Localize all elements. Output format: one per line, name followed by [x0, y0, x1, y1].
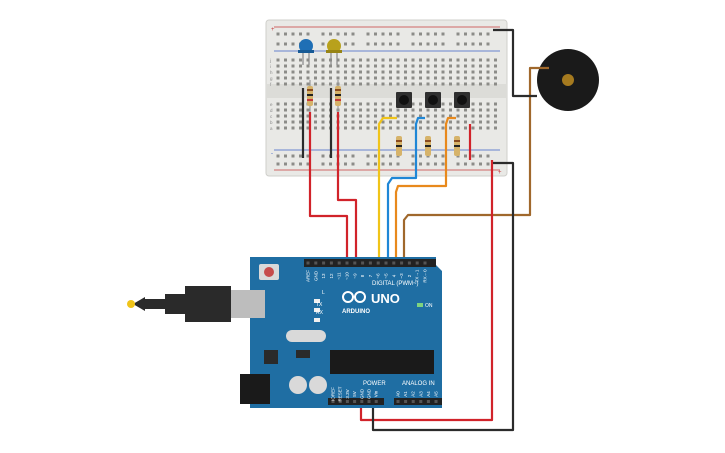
- wire-brown: [402, 66, 549, 262]
- analog-pin-label: A4: [426, 391, 431, 397]
- wire-yellow: [377, 116, 397, 262]
- resistor: [425, 136, 431, 156]
- led-label: TX: [316, 302, 323, 308]
- wire-orange: [394, 116, 456, 262]
- power-pin-label: 5V: [352, 391, 357, 397]
- rail-sign-plus: +: [271, 27, 275, 33]
- analog-pin-label: A0: [396, 391, 401, 397]
- usb-cable-plug: [185, 286, 231, 322]
- resistor: [307, 80, 313, 112]
- resistor: [454, 136, 460, 156]
- crystal: [286, 330, 326, 342]
- power-pin-label: GND: [367, 388, 372, 399]
- row-letter: i: [270, 64, 271, 69]
- rail-sign-plus-right: +: [498, 170, 502, 176]
- resistor: [335, 80, 341, 112]
- wire-black: [493, 28, 537, 98]
- on-led: [417, 303, 423, 307]
- analog-pin-label: A5: [434, 391, 439, 397]
- digital-pin-label: AREF: [306, 270, 311, 282]
- on-label: ON: [425, 303, 433, 309]
- power-pin-label: GND: [359, 388, 364, 399]
- wire-blue: [386, 116, 425, 262]
- analog-pin-label: A3: [418, 391, 423, 397]
- digital-pin-label: ~11: [337, 272, 342, 280]
- wire-black: [371, 161, 515, 432]
- power-pin-label: 3.3V: [345, 389, 350, 398]
- capacitor: [309, 376, 327, 394]
- resistor: [396, 136, 402, 156]
- row-letter: c: [270, 114, 273, 119]
- digital-pin-label: RX←0: [423, 269, 428, 283]
- digital-pin-label: 8: [360, 274, 365, 277]
- rail-sign-minus: -: [271, 151, 273, 157]
- analog-pin-label: A2: [411, 391, 416, 397]
- digital-pin-label: 7: [368, 274, 373, 277]
- digital-pin-label: ~9: [352, 273, 357, 279]
- digital-pin-label: GND: [313, 270, 318, 281]
- digital-pin-label: 2: [407, 274, 412, 277]
- digital-pin-label: ~10: [345, 272, 350, 280]
- digital-pin-label: ~3: [399, 273, 404, 279]
- piezo-buzzer: [537, 49, 599, 111]
- pushbutton[interactable]: [425, 92, 441, 108]
- led-label: RX: [316, 310, 324, 316]
- pushbutton[interactable]: [454, 92, 470, 108]
- analog-header-label: ANALOG IN: [402, 381, 435, 387]
- led-yellow: [326, 39, 342, 65]
- power-pin-label: RESET: [338, 386, 343, 401]
- arduino-logo: [342, 291, 366, 303]
- wire-red: [308, 112, 349, 262]
- power-jack: [240, 374, 270, 404]
- digital-pin-label: TX→1: [415, 269, 420, 282]
- led-label: L: [322, 290, 325, 296]
- row-letter: d: [270, 108, 273, 113]
- digital-pin-label: ~6: [376, 273, 381, 279]
- model-label: UNO: [371, 291, 400, 306]
- pushbutton[interactable]: [396, 92, 412, 108]
- digital-pin-label: 4: [391, 274, 396, 277]
- row-letter: j: [269, 58, 271, 63]
- power-header-label: POWER: [363, 381, 386, 387]
- wire-red: [336, 112, 358, 262]
- led-blue: [298, 39, 314, 65]
- power-pin-label: IOREF: [331, 387, 336, 401]
- row-letter: e: [270, 102, 273, 107]
- arduino-uno: DIGITAL (PWM~) UNO ARDUINO ON L TX RX PO…: [127, 257, 442, 408]
- row-letter: g: [270, 76, 273, 81]
- breadboard: + - +: [265, 19, 508, 177]
- usb-port: [231, 290, 265, 318]
- digital-header-label: DIGITAL (PWM~): [372, 281, 419, 287]
- brand-label: ARDUINO: [342, 309, 370, 315]
- row-letter: b: [270, 120, 273, 125]
- capacitor: [289, 376, 307, 394]
- digital-pin-label: 12: [329, 273, 334, 279]
- power-pin-label: Vin: [374, 390, 379, 397]
- atmega-chip: [330, 350, 434, 374]
- analog-pin-label: A1: [403, 391, 408, 397]
- row-letter: a: [270, 126, 273, 131]
- digital-pin-label: 13: [321, 273, 326, 279]
- wire-red: [359, 160, 494, 422]
- row-letter: h: [270, 70, 273, 75]
- row-letter: f: [270, 82, 272, 87]
- digital-pin-label: ~5: [384, 273, 389, 279]
